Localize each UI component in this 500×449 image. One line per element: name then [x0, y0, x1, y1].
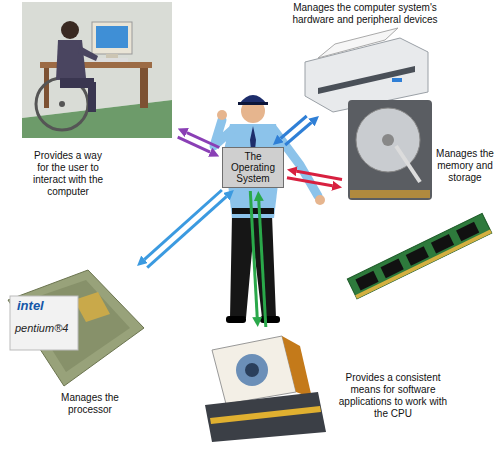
node-title: The Operating System	[227, 151, 279, 184]
printer-drawing	[305, 28, 428, 112]
memory-stick-drawing-part	[347, 213, 491, 299]
printer-drawing-part	[318, 28, 398, 58]
user-workstation-part	[44, 68, 49, 108]
user-workstation-part	[96, 26, 128, 48]
hard-disk-drawing-part	[350, 190, 430, 198]
processor-chip-drawing	[8, 270, 144, 386]
software-boxes-drawing-part	[245, 363, 259, 377]
caption-text: Manages the memory and storage	[434, 148, 496, 184]
software-boxes-drawing-part	[236, 354, 268, 386]
software-boxes-drawing-part	[212, 336, 296, 404]
os-box: The Operating System	[222, 147, 284, 188]
chip-label: pentium®4	[15, 322, 68, 334]
processor-chip-drawing-part	[74, 292, 110, 322]
arrow-connector	[287, 178, 332, 186]
officer-figure-part	[315, 195, 325, 205]
caption-text: Manages the computer system's hardware a…	[283, 2, 447, 26]
hard-disk-drawing-part	[356, 108, 420, 172]
hard-disk-drawing-part	[348, 100, 432, 200]
officer-figure-part	[226, 316, 246, 323]
arrow-connector	[145, 190, 222, 259]
printer-drawing-part	[392, 78, 402, 82]
user-workstation-part	[59, 101, 65, 107]
arrow-connector	[285, 123, 311, 146]
user-workstation-part	[92, 22, 132, 54]
hard-disk-drawing	[348, 100, 432, 200]
user-workstation-part	[22, 2, 172, 118]
user-workstation-part	[78, 46, 98, 61]
processor-chip-drawing-part	[8, 270, 144, 386]
officer-figure-part	[260, 316, 280, 323]
memory-storage-area: Manages the memory and storage	[345, 95, 495, 300]
officer-figure-part	[224, 124, 282, 218]
arrow-connector	[281, 116, 307, 139]
arrow-connector	[250, 191, 257, 317]
arrow-connector	[147, 197, 226, 268]
software-boxes-drawing-part	[205, 392, 326, 442]
hard-disk-drawing-part	[396, 146, 420, 182]
memory-stick-drawing	[347, 213, 491, 299]
caption-text: Provides a way for the user to interact …	[30, 150, 106, 198]
printer-drawing-part	[318, 66, 415, 94]
arrow-connector	[178, 137, 211, 152]
user-workstation-part	[61, 21, 79, 39]
arrow-connector	[297, 171, 342, 179]
caption-text: Manages the processor	[50, 392, 130, 416]
processor-chip-drawing-part	[10, 296, 78, 350]
chip-label: intel	[17, 299, 44, 313]
hard-disk-drawing-part	[382, 134, 394, 146]
software-area: Provides a consistent means for software…	[200, 330, 330, 442]
officer-figure-part	[238, 102, 268, 105]
software-boxes-drawing-part	[282, 336, 312, 398]
software-boxes-drawing	[205, 336, 326, 442]
memory-stick-drawing-part	[355, 230, 492, 299]
user-workstation-part	[140, 68, 148, 108]
printer-area: Manages the computer system's hardware a…	[300, 28, 430, 114]
officer-figure-part	[214, 120, 232, 146]
officer-figure-part	[239, 95, 267, 104]
arrow-connector	[259, 201, 266, 327]
user-workstation-part	[56, 40, 86, 80]
officer-figure-part	[217, 110, 227, 120]
user-workstation-part	[88, 82, 96, 112]
software-boxes-drawing-part	[210, 406, 321, 424]
caption-text: Provides a consistent means for software…	[338, 372, 448, 420]
user-workstation	[22, 2, 172, 138]
user-area: Provides a way for the user to interact …	[20, 5, 175, 140]
officer-figure	[214, 95, 325, 323]
